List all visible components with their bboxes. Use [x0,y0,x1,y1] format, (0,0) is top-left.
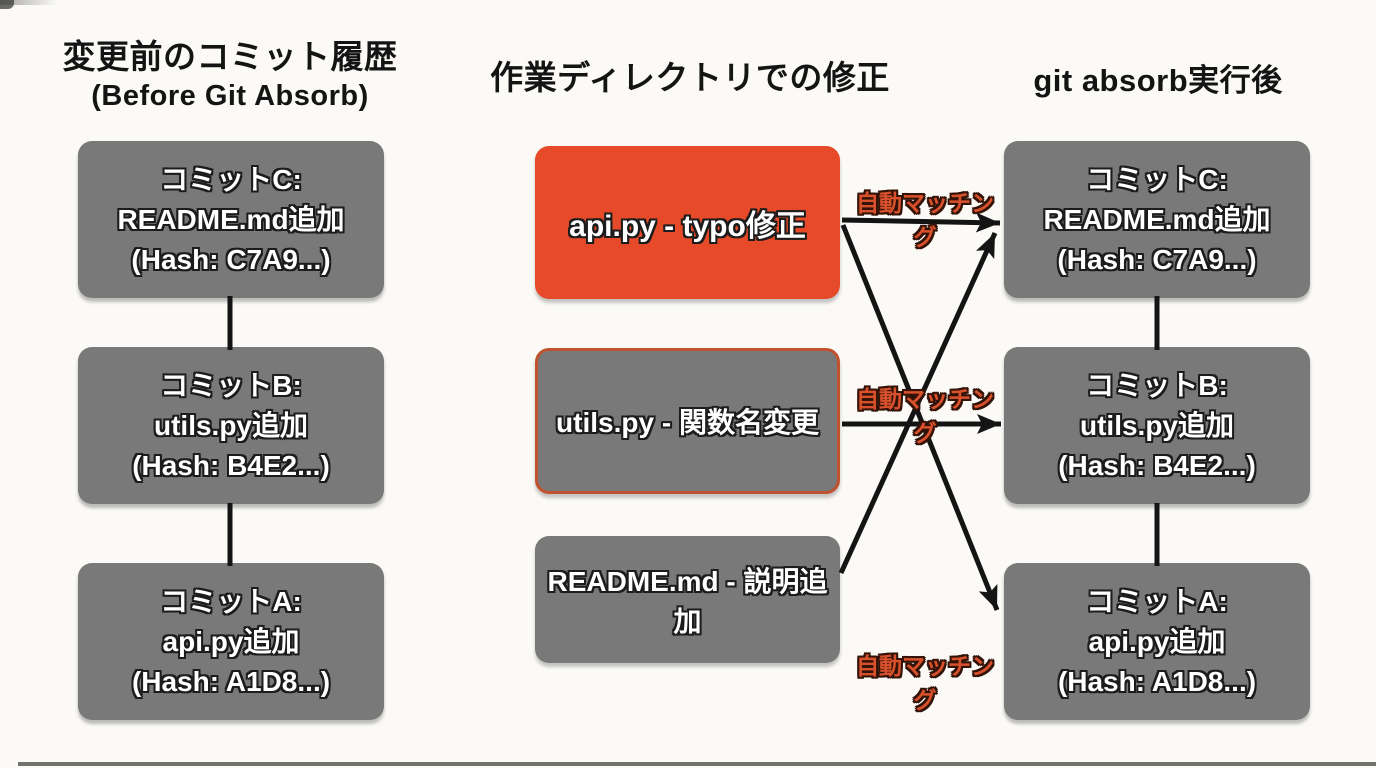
change-label: README.md - 説明追加 [547,565,828,637]
commit-description: api.py追加 [1088,625,1226,657]
commit-box-after-b: コミットB: utils.py追加 (Hash: B4E2...) [1004,347,1310,504]
commit-hash: (Hash: A1D8...) [131,665,331,697]
commit-title: コミットA: [160,585,302,617]
commit-title: コミットB: [160,369,302,401]
commit-hash: (Hash: A1D8...) [1057,665,1257,697]
change-box-utils-py: utils.py - 関数名変更 [535,348,840,494]
commit-title: コミットB: [1086,369,1228,401]
commit-title: コミットC: [160,163,302,195]
commit-box-after-a: コミットA: api.py追加 (Hash: A1D8...) [1004,563,1310,720]
commit-description: README.md追加 [1043,203,1271,235]
commit-box-after-c: コミットC: README.md追加 (Hash: C7A9...) [1004,141,1310,298]
commit-box-before-c: コミットC: README.md追加 (Hash: C7A9...) [78,141,384,298]
left-column-title-line2: (Before Git Absorb) [91,80,369,113]
auto-matching-label-top: 自動マッチング [856,190,994,250]
commit-box-before-a: コミットA: api.py追加 (Hash: A1D8...) [78,563,384,720]
left-column-title-line1: 変更前のコミット履歴 [62,38,398,75]
commit-description: README.md追加 [117,203,345,235]
commit-description: api.py追加 [162,625,300,657]
middle-column-title: 作業ディレクトリでの修正 [490,59,890,96]
change-box-api-py: api.py - typo修正 [535,146,840,299]
commit-hash: (Hash: B4E2...) [1058,449,1256,481]
commit-description: utils.py追加 [153,409,308,441]
commit-box-before-b: コミットB: utils.py追加 (Hash: B4E2...) [78,347,384,504]
left-column-title: 変更前のコミット履歴 (Before Git Absorb) [40,36,420,115]
commit-hash: (Hash: C7A9...) [1057,243,1257,275]
top-left-artifact [0,0,14,9]
commit-hash: (Hash: C7A9...) [131,243,331,275]
bottom-edge-artifact [18,762,1376,766]
change-label: utils.py - 関数名変更 [556,407,819,438]
change-label: api.py - typo修正 [569,209,806,243]
change-box-readme-md: README.md - 説明追加 [535,536,840,663]
top-edge-artifact [0,0,58,5]
auto-matching-label-middle: 自動マッチング [856,386,994,446]
commit-title: コミットA: [1086,585,1228,617]
auto-matching-label-bottom: 自動マッチング [856,653,994,713]
commit-title: コミットC: [1086,163,1228,195]
commit-description: utils.py追加 [1079,409,1234,441]
right-column-title: git absorb実行後 [1033,63,1283,98]
commit-hash: (Hash: B4E2...) [132,449,330,481]
